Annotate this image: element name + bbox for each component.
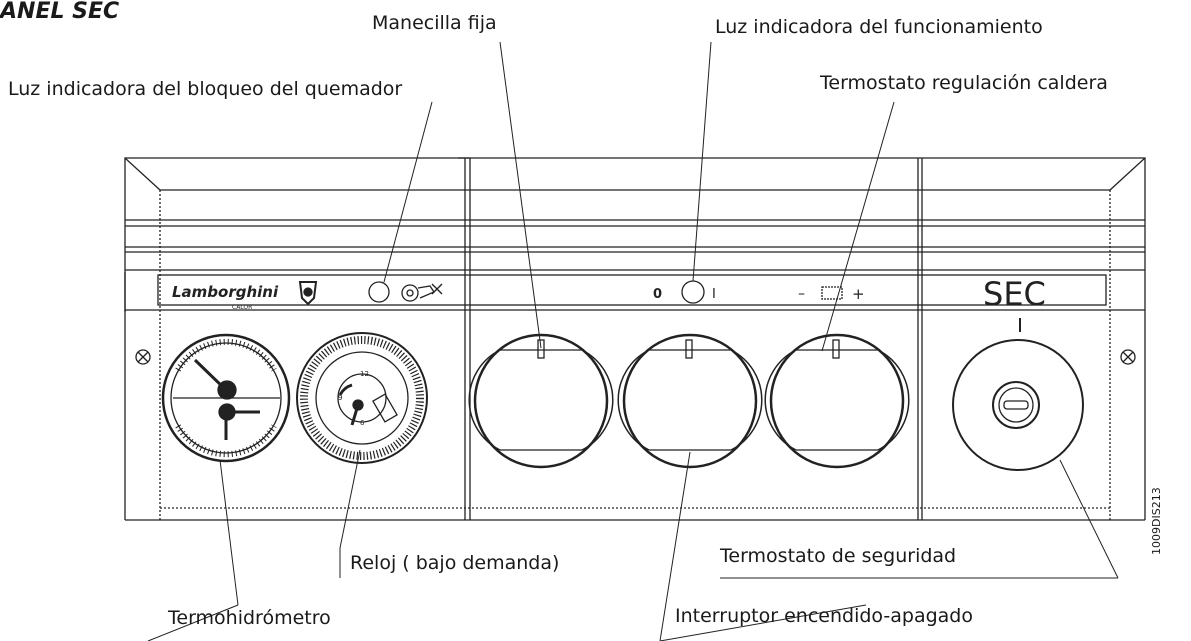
label-safety-thermostat: Termostato de seguridad (720, 545, 957, 567)
label-thermohydrometer: Termohidrómetro (168, 607, 331, 629)
panel-bottom (125, 507, 1145, 521)
knob-boiler-thermostat (764, 333, 910, 469)
switch-off-label: 0 (653, 287, 662, 302)
switch-on-label: I (712, 287, 716, 302)
label-burner-lock-lamp: Luz indicadora del bloqueo del quemador (8, 78, 403, 100)
screw-left-icon (135, 349, 151, 365)
label-timer: Reloj ( bajo demanda) (350, 552, 560, 574)
thermohydrometer-gauge (161, 333, 291, 463)
timer-clock (296, 332, 428, 464)
safety-thermostat-cap (952, 318, 1084, 471)
timer-12-label: 12 (360, 370, 369, 378)
label-operation-lamp: Luz indicadora del funcionamiento (715, 16, 1043, 38)
burner-lock-lamp (368, 281, 390, 303)
panel-frame (124, 157, 1146, 520)
screw-right-icon (1120, 349, 1136, 365)
thermo-plus-label: + (852, 285, 865, 303)
operation-lamp (681, 280, 705, 304)
leader-lines (147, 41, 1119, 641)
brand-label: Lamborghini (172, 283, 279, 301)
label-strip (124, 272, 1145, 312)
label-boiler-thermostat: Termostato regulación caldera (820, 72, 1108, 94)
knob-fixed-hand (468, 333, 614, 469)
thermo-minus-label: – (798, 286, 805, 302)
burner-lock-symbol-icon (401, 283, 443, 302)
model-label: SEC (983, 275, 1046, 313)
brand-logo-shield-icon (298, 281, 318, 306)
timer-9-label: 9 (338, 394, 342, 402)
thermometer-scale-icon (821, 286, 843, 300)
timer-6-label: 6 (360, 419, 365, 427)
label-manecilla-fija: Manecilla fija (372, 12, 497, 34)
knob-on-off-switch (617, 333, 763, 469)
page-title: ANEL SEC (0, 0, 120, 24)
drawing-code: 1009DIS213 (1150, 487, 1163, 555)
brand-sub-label: CALOR (232, 304, 252, 311)
label-on-off-switch: Interruptor encendido-apagado (675, 605, 973, 627)
